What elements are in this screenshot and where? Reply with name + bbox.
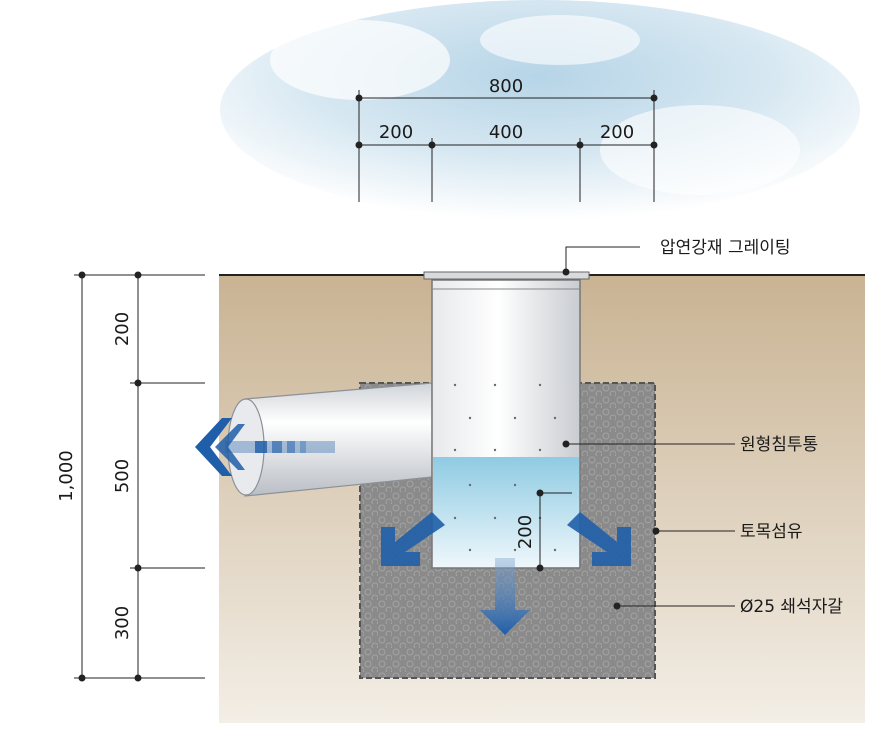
inflow-pipe — [227, 382, 433, 497]
dim-total-depth: 1,000 — [56, 450, 77, 502]
circular-infiltration-tank — [431, 279, 581, 569]
dim-water-depth: 200 — [515, 515, 536, 549]
dim-bottom-depth: 300 — [112, 606, 133, 640]
sky-clouds — [220, 0, 860, 220]
infiltration-arrows — [381, 512, 631, 635]
inner-dimension-line — [536, 489, 572, 572]
dim-left-width: 200 — [379, 122, 413, 143]
label-tank: 원형침투통 — [740, 435, 818, 455]
dim-middle-depth: 500 — [112, 459, 133, 493]
water-fill — [433, 457, 579, 567]
label-geotextile: 토목섬유 — [740, 522, 803, 542]
leader-lines — [562, 246, 735, 610]
steel-grating — [423, 271, 590, 280]
dim-right-width: 200 — [600, 122, 634, 143]
left-dimension-lines — [74, 271, 205, 682]
label-gravel: Ø25 쇄석자갈 — [740, 597, 843, 617]
tank-dots — [453, 383, 557, 552]
inflow-arrow — [195, 418, 335, 476]
dim-top-depth: 200 — [112, 312, 133, 346]
dim-middle-width: 400 — [489, 122, 523, 143]
label-grating: 압연강재 그레이팅 — [660, 238, 791, 258]
dim-total-width: 800 — [489, 76, 523, 97]
top-dimension-lines — [355, 90, 658, 202]
